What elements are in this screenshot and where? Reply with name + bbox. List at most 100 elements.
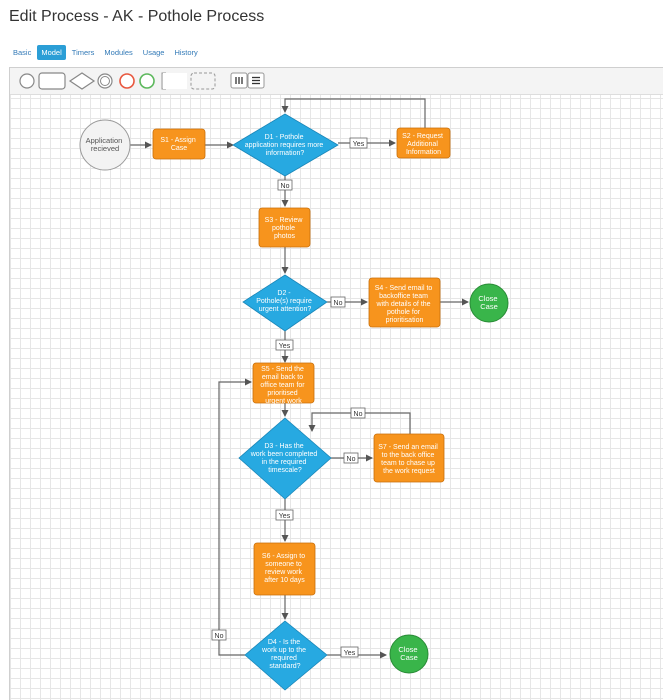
columns-icon[interactable] bbox=[230, 72, 248, 89]
node-text: someone to bbox=[265, 561, 302, 568]
node-text: Case bbox=[480, 302, 498, 311]
node-text: required bbox=[271, 655, 297, 662]
node-end2[interactable]: Close Case bbox=[389, 634, 429, 674]
node-text: prioritised bbox=[267, 390, 297, 397]
task-icon[interactable] bbox=[38, 72, 66, 90]
node-text: D1 - Pothole bbox=[265, 134, 304, 141]
node-text: standard? bbox=[269, 663, 300, 670]
svg-text:Application recieved: Application recieved bbox=[86, 136, 125, 153]
node-text: Close bbox=[478, 294, 497, 303]
tab-usage[interactable]: Usage bbox=[142, 48, 165, 57]
node-text: office team for bbox=[260, 382, 305, 389]
node-text: S1 - Assign bbox=[160, 137, 196, 144]
node-text: email back to bbox=[262, 374, 303, 381]
event-icon[interactable] bbox=[139, 73, 155, 89]
node-text: S4 - Send email to bbox=[375, 285, 433, 292]
flow-label: Yes bbox=[353, 141, 365, 148]
node-text: prioritisation bbox=[386, 317, 424, 324]
node-end1[interactable]: Close Case bbox=[469, 283, 509, 323]
node-text: to the back office bbox=[382, 452, 435, 459]
node-text: S7 - Send an email bbox=[378, 444, 438, 451]
tab-modules[interactable]: Modules bbox=[104, 48, 133, 57]
node-text: photos bbox=[274, 233, 296, 240]
svg-text:Close Case: Close Case bbox=[478, 294, 499, 311]
svg-text:S6 - Assign to someone t: S6 - Assign to someone to review work af… bbox=[262, 553, 307, 584]
node-d2[interactable]: D2 - Pothole(s) require urgent attention… bbox=[242, 274, 328, 332]
svg-text:S3 - Review pothole: S3 - Review pothole photos bbox=[265, 217, 305, 240]
start-event-icon[interactable] bbox=[19, 73, 35, 89]
list-icon[interactable] bbox=[247, 72, 265, 89]
flow-label: No bbox=[334, 300, 343, 307]
flow-label: Yes bbox=[344, 650, 356, 657]
node-s6[interactable]: S6 - Assign to someone to review work af… bbox=[253, 542, 316, 596]
node-text: urgent attention? bbox=[259, 306, 312, 313]
flow-label: No bbox=[281, 183, 290, 190]
svg-text:D3 - Has the work been c: D3 - Has the work been completed in the … bbox=[250, 443, 320, 474]
tab-model[interactable]: Model bbox=[37, 45, 66, 60]
node-text: information? bbox=[266, 150, 305, 157]
annotation-icon[interactable] bbox=[161, 72, 187, 90]
node-text: S5 - Send the bbox=[261, 366, 304, 373]
shape-palette bbox=[10, 68, 663, 95]
node-d3[interactable]: D3 - Has the work been completed in the … bbox=[238, 417, 332, 500]
node-s2[interactable]: S2 - Request Additional Information bbox=[396, 127, 451, 159]
node-text: urgent work bbox=[265, 398, 302, 405]
tab-basic[interactable]: Basic bbox=[13, 48, 32, 57]
svg-text:Close Case: Close Case bbox=[398, 645, 419, 662]
flow-label: No bbox=[354, 411, 363, 418]
intermediate-event-icon[interactable] bbox=[97, 73, 113, 89]
tab-history[interactable]: History bbox=[174, 48, 198, 57]
node-text: S3 - Review bbox=[265, 217, 304, 224]
flow-label: No bbox=[215, 633, 224, 640]
node-text: the work request bbox=[383, 468, 435, 475]
node-text: Case bbox=[171, 145, 187, 152]
node-text: Pothole(s) require bbox=[256, 298, 312, 305]
flow-label: Yes bbox=[279, 513, 291, 520]
svg-text:S2 - Request Additional: S2 - Request Additional Information bbox=[402, 133, 445, 156]
node-s4[interactable]: S4 - Send email to backoffice team with … bbox=[368, 277, 441, 328]
node-s3[interactable]: S3 - Review pothole photos bbox=[258, 207, 311, 248]
svg-text:S1 - Assign Case: S1 - Assign Case bbox=[160, 137, 197, 152]
svg-text:D2 - Pothole(s) require: D2 - Pothole(s) require urgent attention… bbox=[256, 290, 314, 313]
tab-timers[interactable]: Timers bbox=[71, 48, 95, 57]
node-text: D3 - Has the bbox=[264, 443, 303, 450]
node-text: after 10 days bbox=[264, 577, 305, 584]
node-text: in the required bbox=[262, 459, 307, 466]
node-s7[interactable]: S7 - Send an email to the back office te… bbox=[373, 433, 445, 483]
svg-text:S4 - Send email to backo: S4 - Send email to backoffice team with … bbox=[375, 285, 435, 324]
svg-text:D4 - Is the work up to t: D4 - Is the work up to the required stan… bbox=[261, 639, 308, 670]
model-canvas[interactable] bbox=[9, 67, 663, 700]
node-s5[interactable]: S5 - Send the email back to office team … bbox=[252, 362, 315, 405]
palette-tools bbox=[19, 72, 265, 90]
node-text: D2 - bbox=[277, 290, 291, 297]
node-text: Information bbox=[406, 149, 441, 156]
node-d1[interactable]: D1 - Pothole application requires more i… bbox=[232, 113, 339, 177]
node-text: S6 - Assign to bbox=[262, 553, 305, 560]
node-start[interactable]: Application recieved bbox=[79, 119, 131, 171]
node-d4[interactable]: D4 - Is the work up to the required stan… bbox=[244, 620, 328, 691]
node-text: backoffice team bbox=[379, 293, 428, 300]
node-text: D4 - Is the bbox=[268, 639, 300, 646]
node-text: team to chase up bbox=[381, 460, 435, 467]
node-text: pothole for bbox=[387, 309, 421, 316]
gateway-icon[interactable] bbox=[68, 72, 96, 90]
node-text: pothole bbox=[272, 225, 295, 232]
node-text: recieved bbox=[91, 144, 119, 153]
node-text: work been completed bbox=[250, 451, 318, 458]
flow-labels: Yes No No Yes No No Yes No Yes bbox=[211, 137, 368, 658]
flow-s2-d1 bbox=[281, 98, 426, 128]
node-s1[interactable]: S1 - Assign Case bbox=[152, 128, 206, 160]
node-text: timescale? bbox=[268, 467, 302, 474]
flow-label: Yes bbox=[279, 343, 291, 350]
flow-d4-s5 bbox=[218, 378, 252, 656]
end-event-icon[interactable] bbox=[119, 73, 135, 89]
node-text: Close bbox=[398, 645, 417, 654]
tab-bar: Basic Model Timers Modules Usage History bbox=[9, 45, 204, 60]
group-icon[interactable] bbox=[190, 72, 216, 90]
page-title: Edit Process - AK - Pothole Process bbox=[9, 8, 265, 25]
node-text: with details of the bbox=[375, 301, 430, 308]
flow-label: No bbox=[347, 456, 356, 463]
svg-text:S5 - Send the email back: S5 - Send the email back to office team … bbox=[260, 366, 306, 405]
svg-text:D1 - Pothole application: D1 - Pothole application requires more i… bbox=[245, 134, 326, 157]
